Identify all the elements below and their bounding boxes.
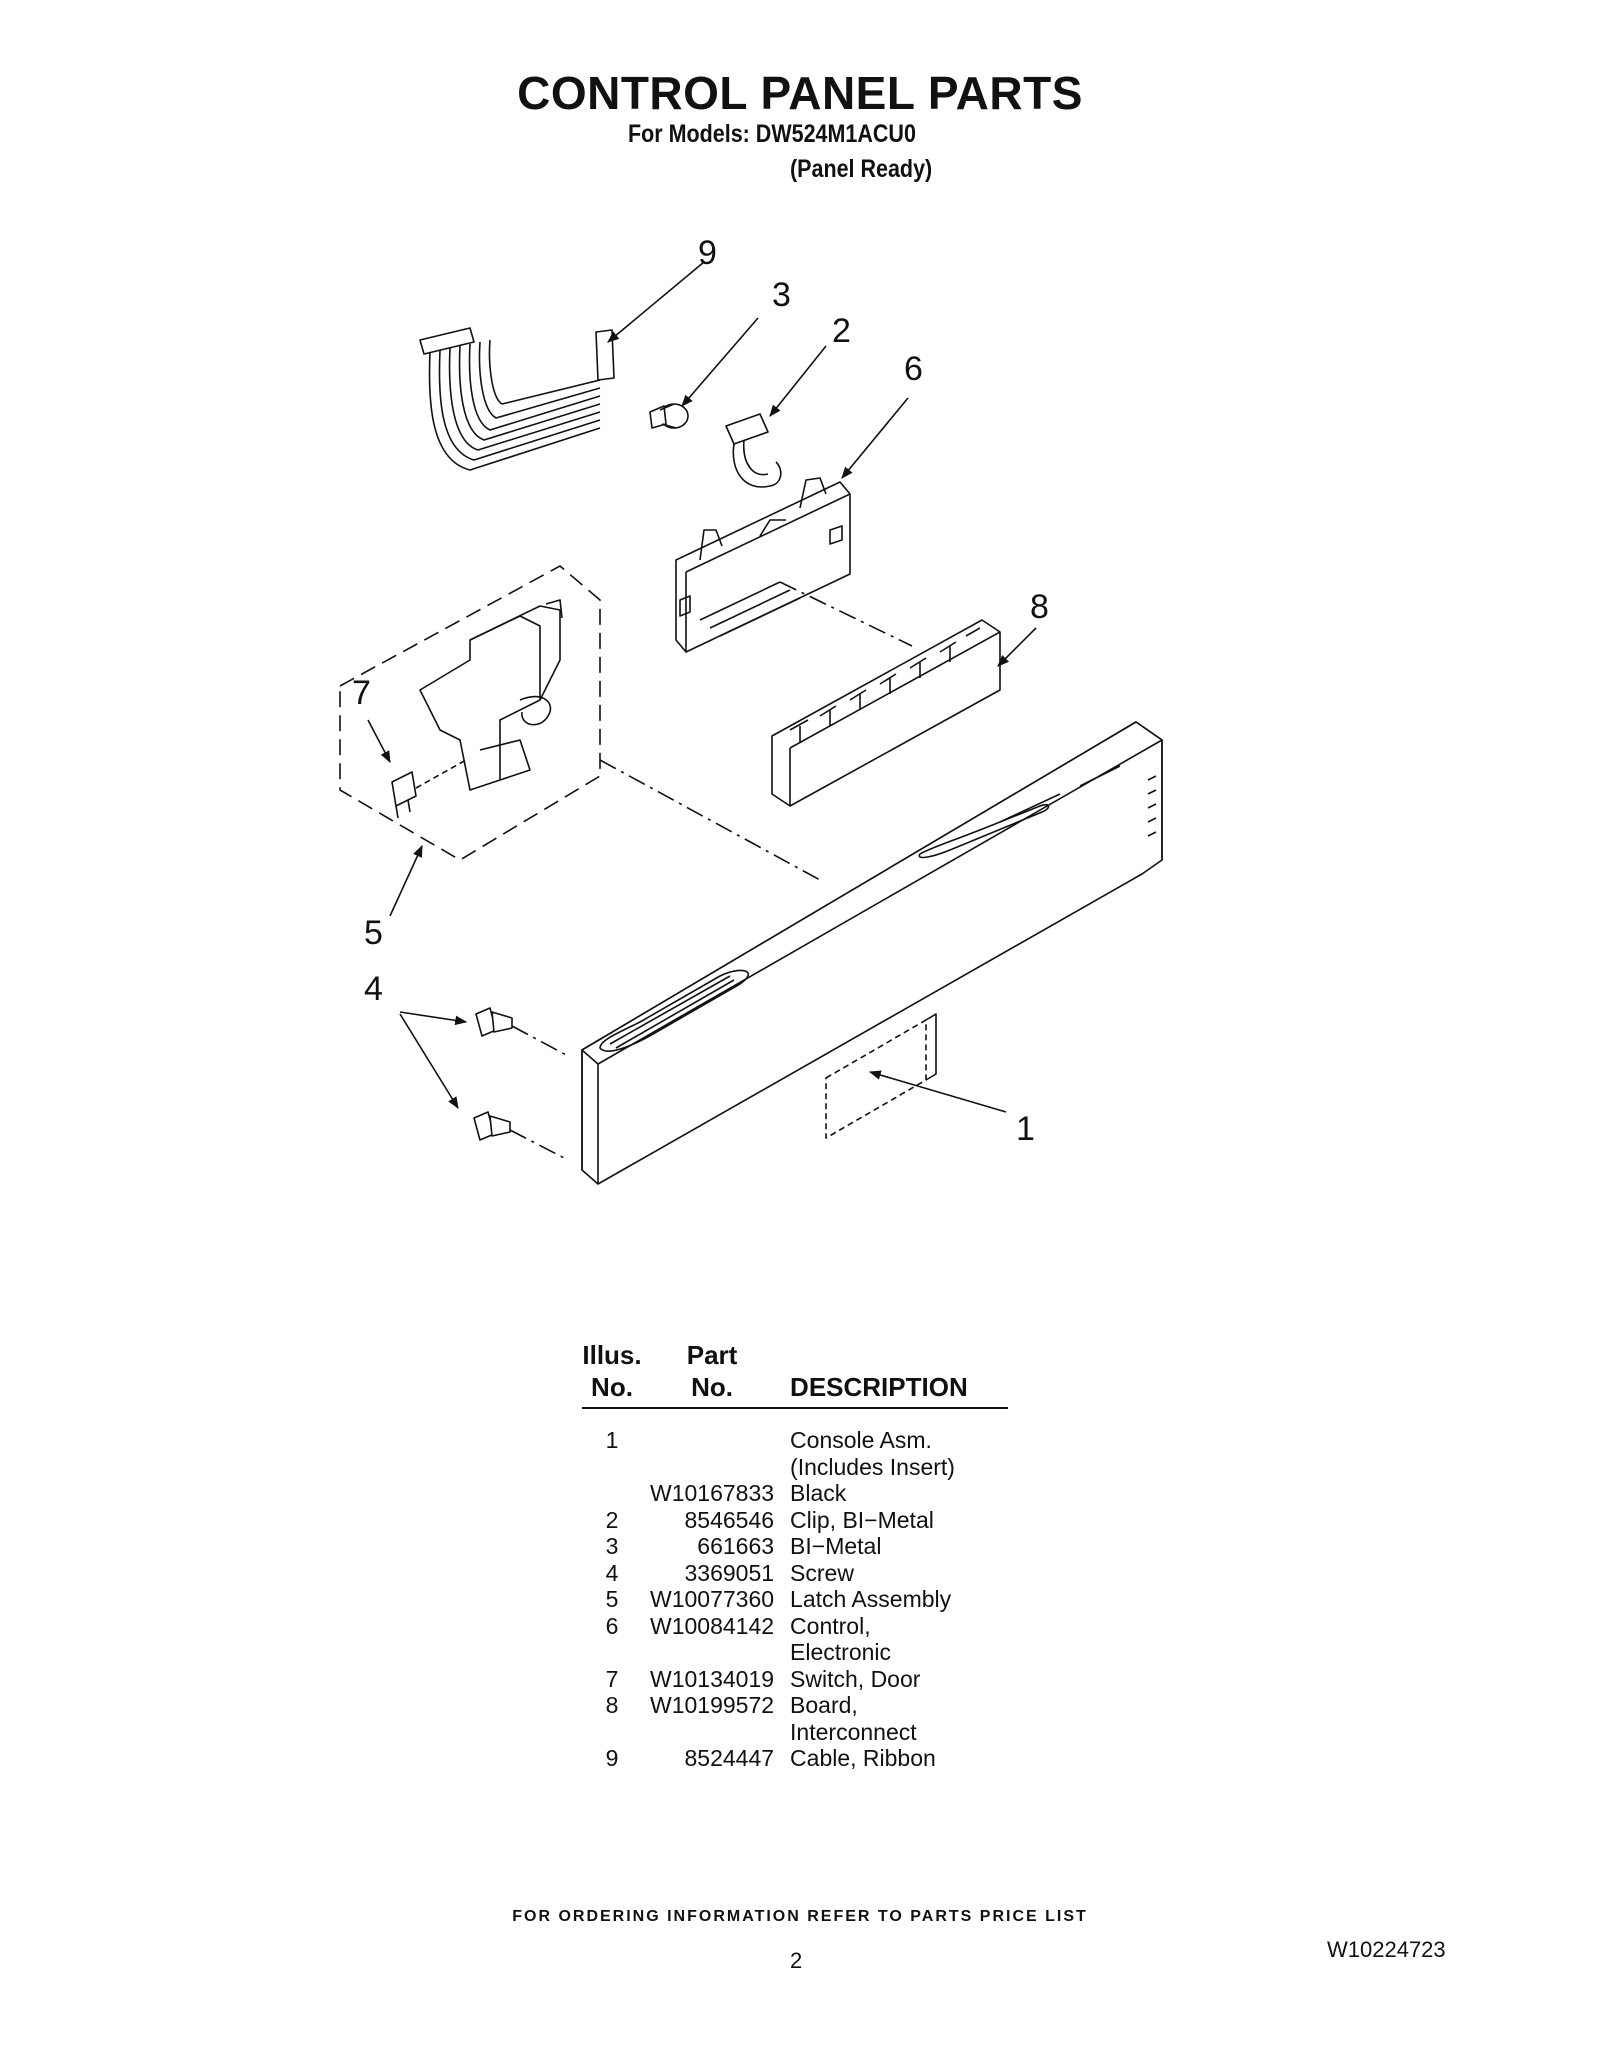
cell-illus-no: 9 bbox=[605, 1745, 619, 1772]
variant-line: (Panel Ready) bbox=[790, 155, 933, 183]
exploded-diagram bbox=[339, 261, 1163, 1185]
cell-description: Interconnect bbox=[790, 1718, 917, 1745]
cell-description: Electronic bbox=[790, 1639, 892, 1666]
cell-illus-no: 4 bbox=[605, 1559, 619, 1586]
cell-part-no: W10084142 bbox=[650, 1612, 775, 1639]
callout-5: 5 bbox=[364, 914, 383, 952]
callout-1: 1 bbox=[1016, 1110, 1035, 1148]
table-row: Electronic bbox=[582, 1639, 1008, 1666]
cell-description: Clip, BI−Metal bbox=[790, 1506, 934, 1533]
cell-illus-no bbox=[582, 1454, 650, 1481]
callout-8: 8 bbox=[1030, 588, 1049, 626]
cell-part-no bbox=[650, 1454, 790, 1481]
cell-illus-no: 1 bbox=[605, 1427, 619, 1454]
cell-illus-no: 5 bbox=[605, 1586, 619, 1613]
callout-4: 4 bbox=[364, 970, 383, 1008]
table-row: 8 W10199572 Board, bbox=[582, 1692, 1008, 1719]
cell-part-no bbox=[650, 1719, 790, 1746]
table-row: Interconnect bbox=[582, 1719, 1008, 1746]
cell-part-no: 661663 bbox=[697, 1533, 775, 1560]
latch-assembly-part bbox=[339, 565, 601, 861]
col-part-header: Part No. bbox=[650, 1340, 790, 1408]
document-number: W10224723 bbox=[1327, 1937, 1446, 1962]
page-number: 2 bbox=[790, 1948, 803, 1973]
cell-part-no bbox=[650, 1408, 790, 1454]
table-row: 9 8524447 Cable, Ribbon bbox=[582, 1745, 1008, 1772]
table-row: (Includes Insert) bbox=[582, 1454, 1008, 1481]
cell-part-no: 3369051 bbox=[684, 1559, 775, 1586]
cell-description: Black bbox=[790, 1480, 847, 1507]
cell-part-no: W10077360 bbox=[650, 1586, 775, 1613]
table-row: 2 8546546 Clip, BI−Metal bbox=[582, 1507, 1008, 1534]
col-illus-header: Illus. No. bbox=[582, 1340, 650, 1408]
callout-9: 9 bbox=[698, 234, 717, 272]
cell-illus-no bbox=[582, 1480, 650, 1507]
cell-part-no: 8524447 bbox=[684, 1745, 775, 1772]
cell-illus-no: 6 bbox=[605, 1612, 619, 1639]
table-row: 5 W10077360 Latch Assembly bbox=[582, 1586, 1008, 1613]
ribbon-cable-part bbox=[419, 327, 615, 471]
cell-description: Switch, Door bbox=[790, 1665, 921, 1692]
table-row: 4 3369051 Screw bbox=[582, 1560, 1008, 1587]
page-title: CONTROL PANEL PARTS bbox=[517, 67, 1083, 119]
col-illus-label-1: Illus. bbox=[582, 1340, 642, 1370]
cell-description: Cable, Ribbon bbox=[790, 1745, 936, 1772]
callout-2: 2 bbox=[832, 312, 851, 350]
cell-part-no: W10134019 bbox=[650, 1665, 775, 1692]
cell-description: Control, bbox=[790, 1612, 871, 1639]
electronic-control-part bbox=[675, 477, 851, 653]
clip-part bbox=[725, 413, 782, 488]
cell-description: BI−Metal bbox=[790, 1533, 882, 1560]
bi-metal-part bbox=[649, 403, 689, 429]
leader-lines bbox=[367, 261, 1037, 1113]
table-row: 1 Console Asm. bbox=[582, 1408, 1008, 1454]
callout-3: 3 bbox=[772, 276, 791, 314]
col-part-label-2: No. bbox=[691, 1371, 733, 1402]
cell-part-no: W10199572 bbox=[650, 1692, 775, 1719]
cell-illus-no: 2 bbox=[605, 1506, 619, 1533]
parts-table: Illus. No. Part No. DESCRIPTION 1 Console… bbox=[582, 1340, 1008, 1772]
parts-table-header: Illus. No. Part No. DESCRIPTION bbox=[582, 1340, 1008, 1409]
interconnect-board-part bbox=[771, 619, 1001, 807]
cell-description: (Includes Insert) bbox=[790, 1453, 955, 1480]
cell-illus-no bbox=[582, 1719, 650, 1746]
table-row: W10167833 Black bbox=[582, 1480, 1008, 1507]
callout-6: 6 bbox=[904, 350, 923, 388]
col-description-header: DESCRIPTION bbox=[790, 1371, 968, 1402]
col-illus-label-2: No. bbox=[591, 1371, 633, 1402]
cell-illus-no bbox=[582, 1639, 650, 1666]
col-part-label-1: Part bbox=[686, 1340, 738, 1370]
cell-description: Screw bbox=[790, 1559, 854, 1586]
cell-part-no: 8546546 bbox=[684, 1506, 775, 1533]
cell-illus-no: 8 bbox=[605, 1692, 619, 1719]
cell-part-no bbox=[650, 1639, 790, 1666]
cell-description: Console Asm. bbox=[790, 1427, 932, 1454]
cell-illus-no: 7 bbox=[605, 1665, 619, 1692]
screws-part bbox=[473, 1007, 513, 1141]
callout-7: 7 bbox=[352, 674, 371, 712]
cell-description: Latch Assembly bbox=[790, 1586, 952, 1613]
ordering-note: FOR ORDERING INFORMATION REFER TO PARTS … bbox=[512, 1908, 1088, 1925]
console-part bbox=[581, 721, 1163, 1185]
models-line: For Models: DW524M1ACU0 bbox=[628, 120, 916, 148]
cell-part-no: W10167833 bbox=[650, 1480, 775, 1507]
cell-description: Board, bbox=[790, 1692, 858, 1719]
assembly-centerlines bbox=[509, 581, 913, 1161]
table-row: 7 W10134019 Switch, Door bbox=[582, 1666, 1008, 1693]
cell-illus-no: 3 bbox=[605, 1533, 619, 1560]
table-row: 3 661663 BI−Metal bbox=[582, 1533, 1008, 1560]
table-row: 6 W10084142 Control, bbox=[582, 1613, 1008, 1640]
